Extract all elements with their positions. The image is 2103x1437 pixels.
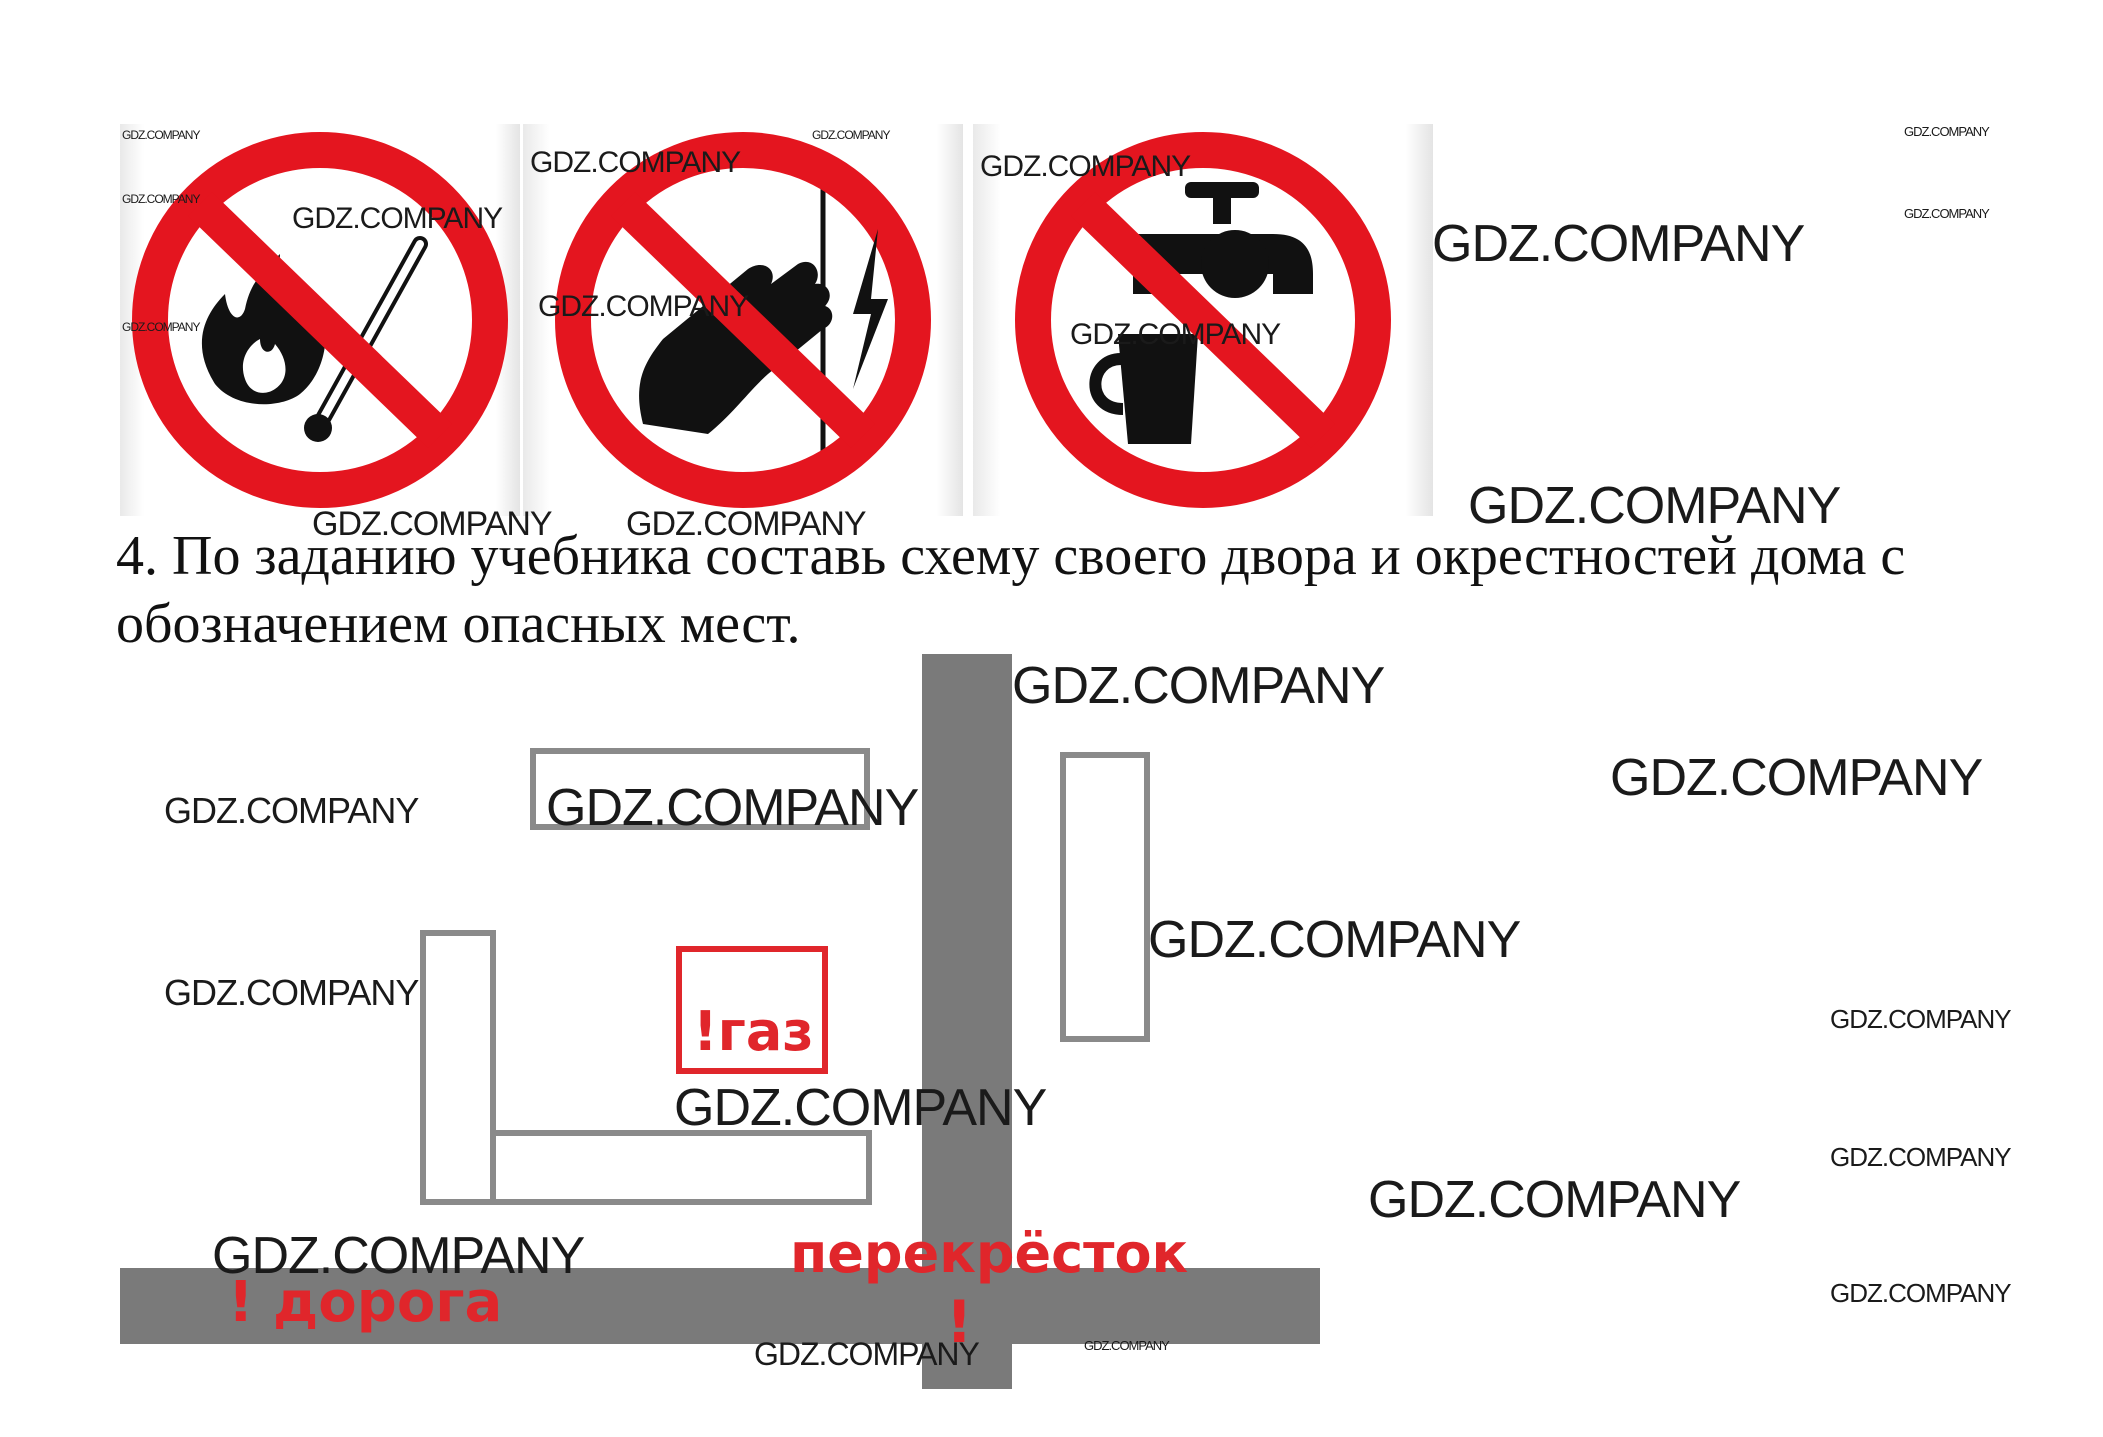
watermark: GDZ.COMPANY: [812, 128, 890, 142]
building-top: [530, 748, 870, 830]
watermark: GDZ.COMPANY: [1610, 749, 1983, 807]
sign-no-drinking-water: [973, 124, 1433, 516]
building-l-vertical: [420, 930, 496, 1205]
task-text: 4. По заданию учебника составь схему сво…: [116, 525, 1906, 655]
building-l-horizontal: [490, 1130, 872, 1205]
building-right: [1060, 752, 1150, 1042]
no-open-flame-icon: [132, 132, 508, 508]
watermark: GDZ.COMPANY: [164, 790, 419, 831]
watermark: GDZ.COMPANY: [1830, 1278, 2012, 1308]
sign-no-open-flame: [120, 124, 520, 516]
watermark: GDZ.COMPANY: [1904, 206, 1990, 221]
road-horizontal: [120, 1268, 1320, 1344]
watermark: GDZ.COMPANY: [980, 150, 1191, 183]
watermark: GDZ.COMPANY: [1468, 477, 1841, 535]
danger-gas-label: !газ: [693, 1000, 814, 1063]
watermark: GDZ.COMPANY: [1148, 911, 1521, 969]
gas-box: [676, 946, 828, 1074]
watermark: GDZ.COMPANY: [1830, 1142, 2012, 1172]
watermark: GDZ.COMPANY: [626, 505, 867, 543]
watermark: GDZ.COMPANY: [164, 972, 419, 1013]
watermark: GDZ.COMPANY: [122, 320, 200, 334]
watermark: GDZ.COMPANY: [1830, 1004, 2012, 1034]
watermark: GDZ.COMPANY: [546, 779, 919, 837]
watermark: GDZ.COMPANY: [754, 1336, 980, 1372]
do-not-touch-electricity-icon: [555, 132, 931, 508]
watermark: GDZ.COMPANY: [312, 505, 553, 543]
watermark: GDZ.COMPANY: [538, 290, 749, 323]
watermark: GDZ.COMPANY: [674, 1079, 1047, 1137]
watermark: GDZ.COMPANY: [1368, 1171, 1741, 1229]
danger-road-label: ! дорога: [228, 1270, 503, 1335]
watermark: GDZ.COMPANY: [1012, 657, 1385, 715]
watermark: GDZ.COMPANY: [1084, 1338, 1170, 1353]
watermark: GDZ.COMPANY: [292, 202, 503, 235]
road-vertical: [922, 654, 1012, 1389]
watermark: GDZ.COMPANY: [530, 146, 741, 179]
watermark: GDZ.COMPANY: [212, 1227, 585, 1285]
no-drinking-water-icon: [1015, 132, 1391, 508]
danger-crossing-mark: !: [946, 1288, 973, 1356]
danger-crossing-label: перекрёсток: [790, 1222, 1189, 1285]
watermark: GDZ.COMPANY: [122, 128, 200, 142]
sign-do-not-touch: [523, 124, 963, 516]
watermark: GDZ.COMPANY: [1904, 124, 1990, 139]
watermark: GDZ.COMPANY: [1432, 215, 1805, 273]
watermark: GDZ.COMPANY: [1070, 318, 1281, 351]
watermark: GDZ.COMPANY: [122, 192, 200, 206]
